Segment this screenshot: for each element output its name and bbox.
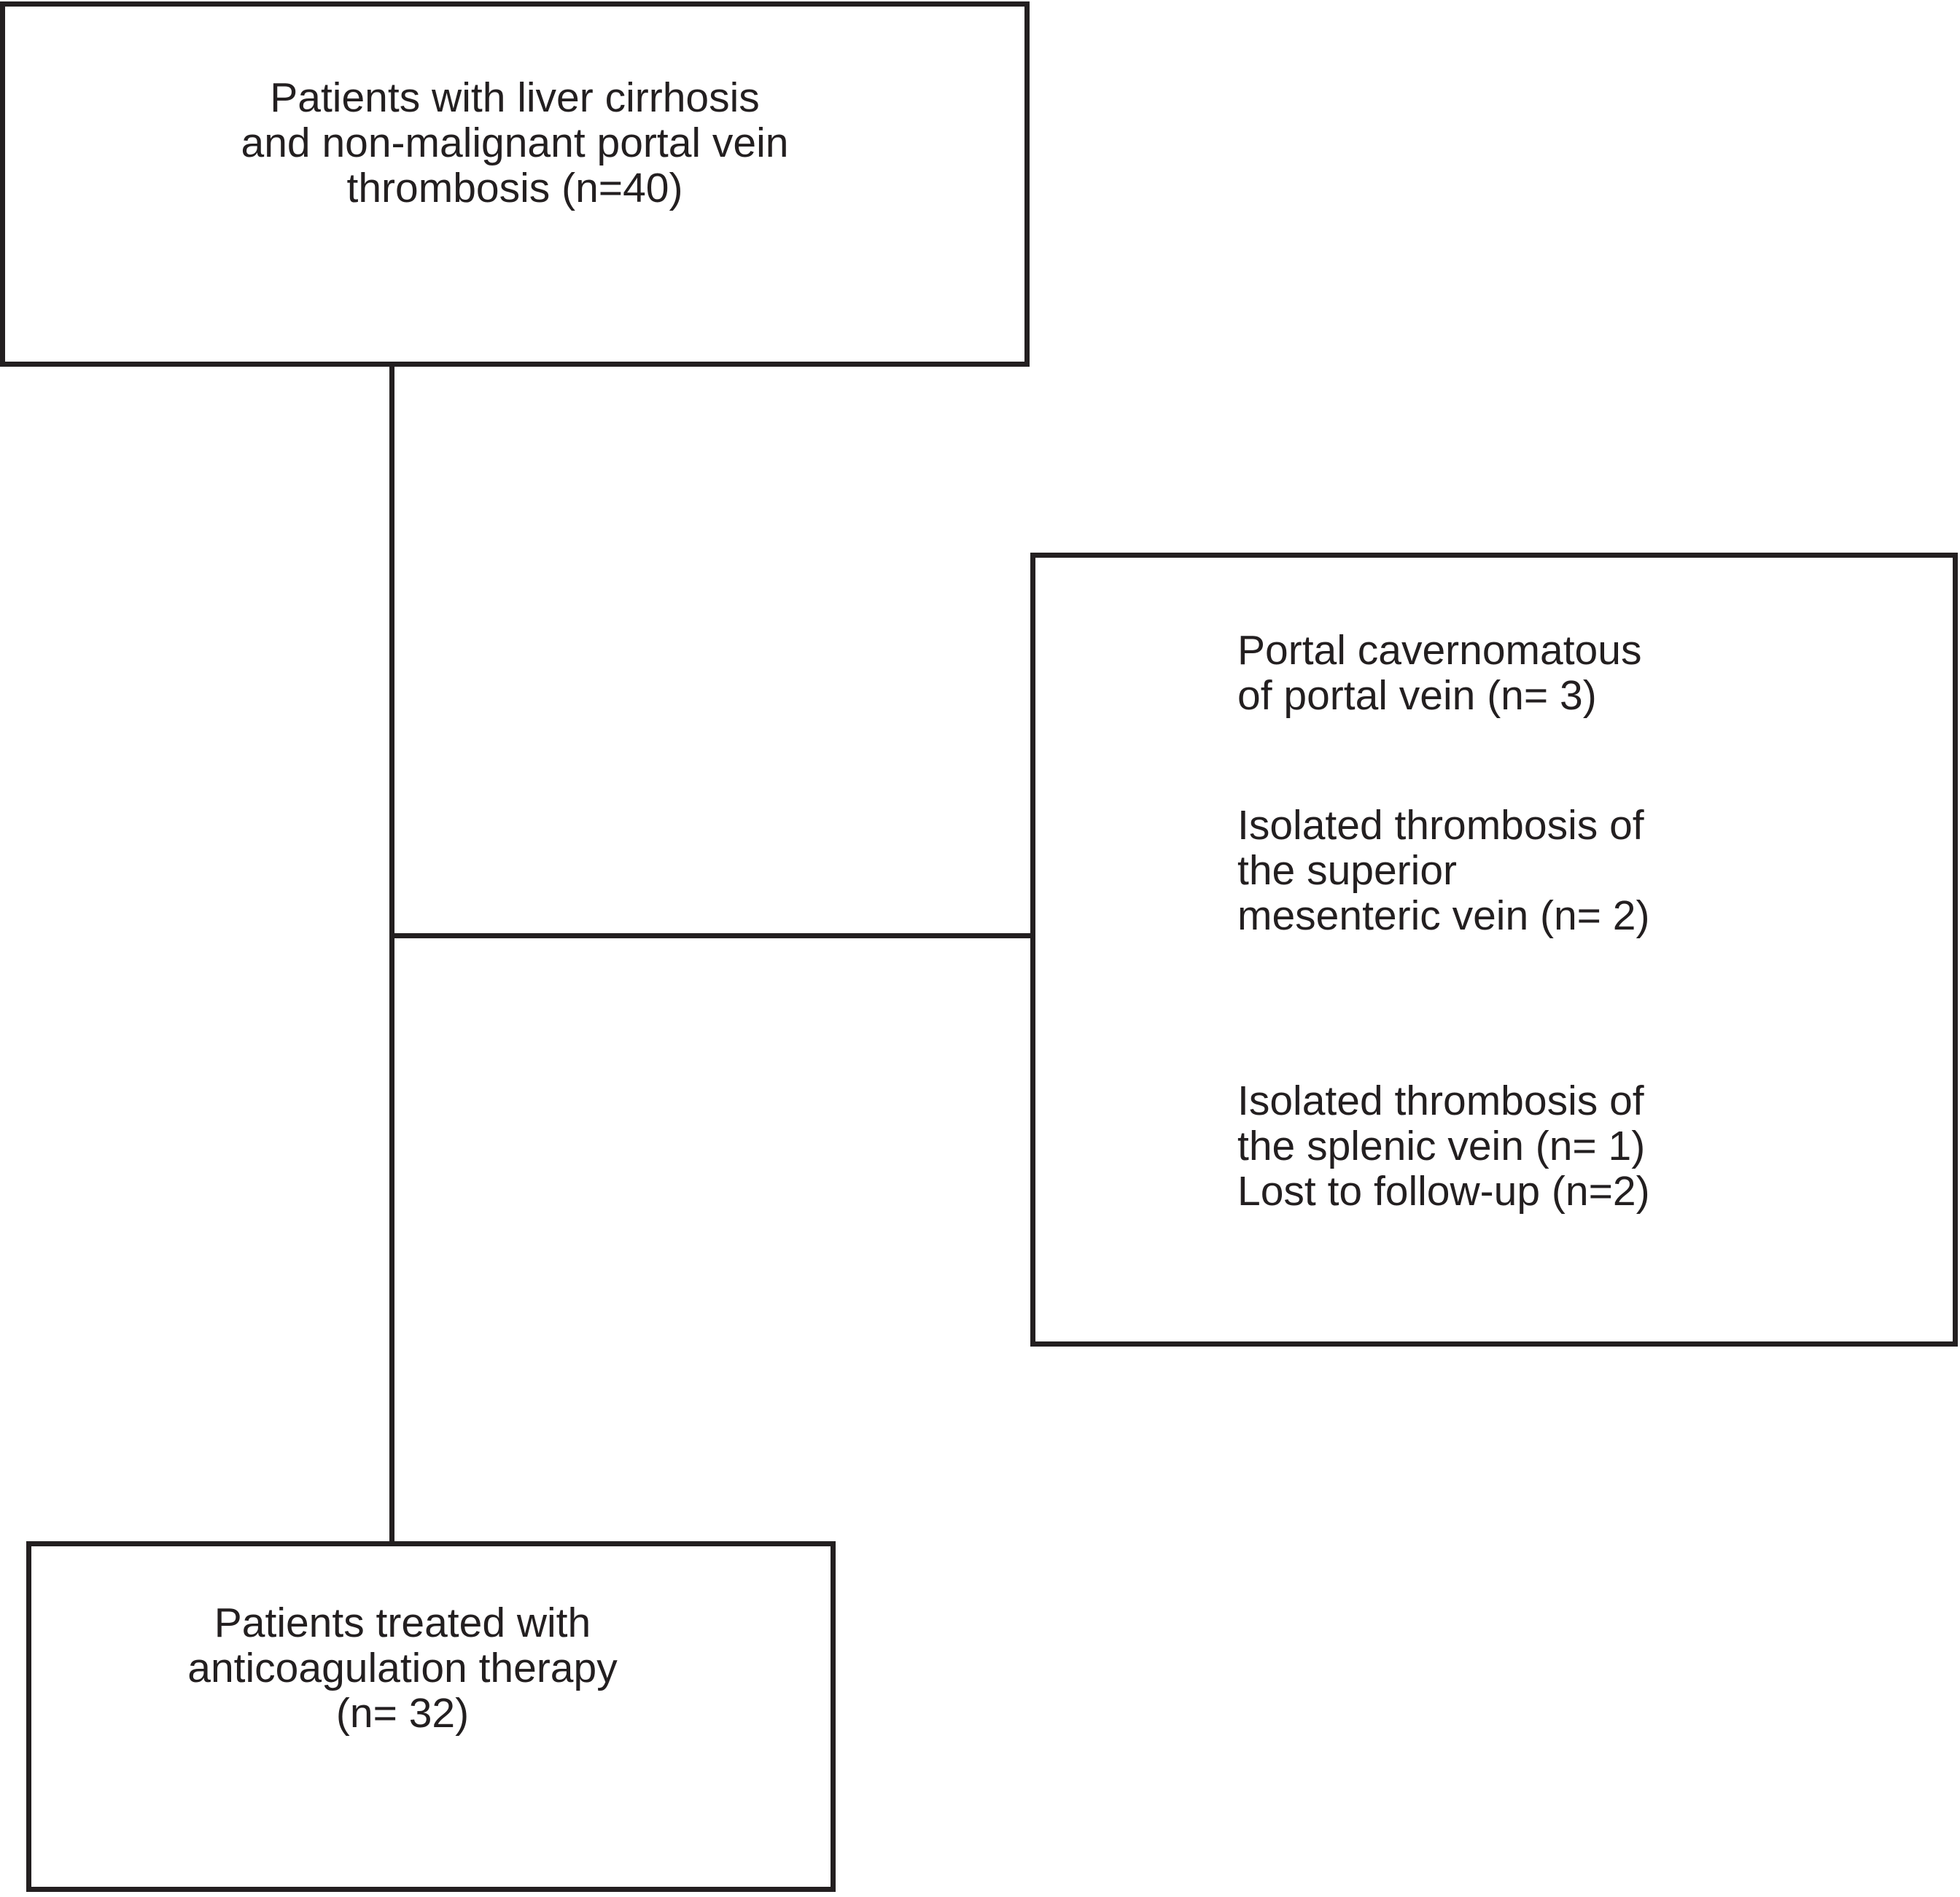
treated-line-2: anticoagulation therapy [187,1645,618,1691]
connector-horizontal-line [392,933,1030,938]
box-exclusions: Portal cavernomatous of portal vein (n= … [1030,553,1958,1347]
exclusion-line: mesenteric vein (n= 2) [1237,892,1650,939]
treated-line-3: (n= 32) [335,1690,470,1737]
exclusion-line: Isolated thrombosis of [1237,802,1644,849]
treated-line-1: Patients treated with [214,1600,591,1646]
exclusion-line: the splenic vein (n= 1) [1237,1123,1646,1169]
cohort-line-2: and non-malignant portal vein [241,120,789,166]
exclusion-line: the superior [1237,847,1458,894]
cohort-line-1: Patients with liver cirrhosis [270,74,760,121]
exclusion-group-splenic-and-lost: Isolated thrombosis of the splenic vein … [1237,1078,1924,1214]
connector-vertical-line [389,367,394,1541]
exclusion-line: Portal cavernomatous [1237,627,1642,674]
exclusion-group-mesenteric-thrombosis: Isolated thrombosis of the superior mese… [1237,803,1924,938]
exclusion-line: Lost to follow-up (n=2) [1237,1168,1650,1215]
box-cohort: Patients with liver cirrhosis and non-ma… [0,1,1030,367]
exclusion-line: Isolated thrombosis of [1237,1078,1644,1124]
exclusion-group-portal-cavernoma: Portal cavernomatous of portal vein (n= … [1237,628,1924,718]
exclusion-line: of portal vein (n= 3) [1237,672,1597,719]
cohort-line-3: thrombosis (n=40) [346,165,683,211]
box-treated: Patients treated with anticoagulation th… [26,1541,836,1892]
